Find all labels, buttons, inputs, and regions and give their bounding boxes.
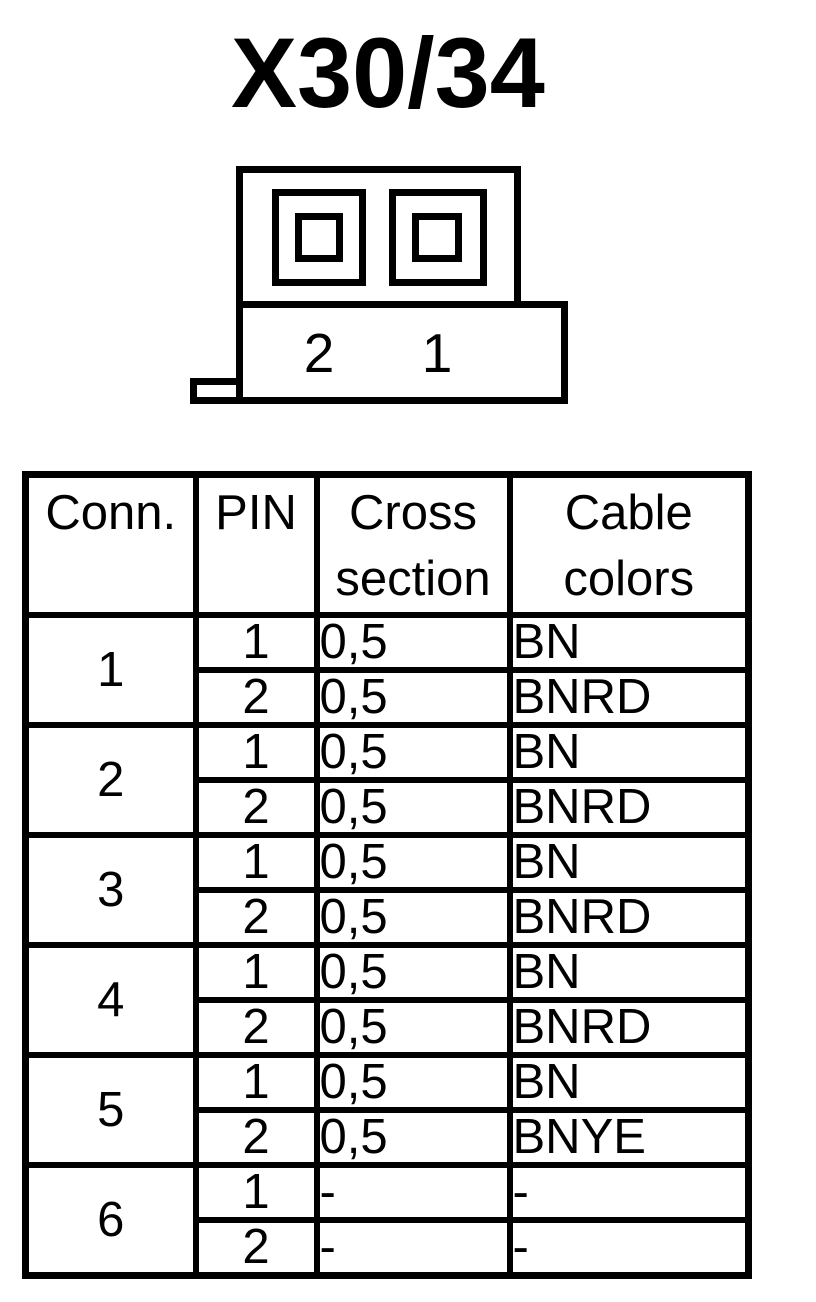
cable-color-cell: BN — [506, 722, 752, 783]
cable-color-cell: BN — [506, 832, 752, 893]
column-header-cross-section: Cross section — [313, 471, 513, 618]
socket-1-inner — [412, 213, 462, 262]
pin-1-label: 1 — [422, 322, 453, 384]
header-row: Conn. PIN Cross section Cable colors — [22, 471, 752, 618]
table-row: 2 0,5 BNRD — [26, 777, 752, 838]
cable-color-cell: BN — [506, 942, 752, 1003]
conn-cell: 5 — [22, 1052, 199, 1168]
pin-cell: 1 — [192, 832, 320, 893]
connector-latch-tab — [190, 378, 243, 404]
pinout-table: Conn. PIN Cross section Cable colors 1 1… — [22, 471, 752, 1279]
conn-cell: 3 — [22, 832, 199, 948]
pin-cell: 2 — [192, 1107, 320, 1168]
header-text: PIN — [215, 486, 297, 540]
conn-cell: 1 — [22, 612, 199, 728]
cable-color-cell: BNRD — [506, 997, 752, 1058]
conn-cell: 2 — [22, 722, 199, 838]
cable-color-cell: - — [506, 1162, 752, 1223]
table-row: 4 1 0,5 BN — [22, 942, 752, 1058]
header-text: colors — [563, 552, 695, 606]
socket-2-outer — [272, 189, 366, 286]
pin-cell: 1 — [192, 722, 320, 783]
cable-color-cell: BN — [506, 1052, 752, 1113]
cable-color-cell: BNRD — [506, 887, 752, 948]
pin-cell: 1 — [192, 942, 320, 1003]
table-row: 2 - - — [26, 1217, 752, 1279]
table-row: 6 1 - - — [22, 1162, 752, 1279]
pin-cell: 1 — [192, 1162, 320, 1223]
table-row: 2 0,5 BNYE — [26, 1107, 752, 1168]
cable-color-cell: BNYE — [506, 1107, 752, 1168]
table-row: 3 1 0,5 BN — [22, 832, 752, 948]
header-text: Conn. — [45, 486, 177, 540]
cross-section-cell: - — [313, 1217, 513, 1279]
cross-section-cell: 0,5 — [313, 942, 513, 1003]
table-row: 2 0,5 BNRD — [26, 887, 752, 948]
header-text: Cross — [349, 486, 477, 540]
pin-cell: 2 — [192, 887, 320, 948]
column-header-pin: PIN — [192, 471, 320, 618]
cable-color-cell: BN — [506, 612, 752, 673]
column-header-cable-colors: Cable colors — [506, 471, 752, 618]
cross-section-cell: 0,5 — [313, 667, 513, 728]
table-row: 2 0,5 BNRD — [26, 997, 752, 1058]
table-row: 1 1 0,5 BN — [22, 612, 752, 728]
cross-section-cell: 0,5 — [313, 1052, 513, 1113]
pin-cell: 2 — [192, 777, 320, 838]
cable-color-cell: BNRD — [506, 777, 752, 838]
cross-section-cell: 0,5 — [313, 887, 513, 948]
table-row: 2 1 0,5 BN — [22, 722, 752, 838]
page-title: X30/34 — [231, 17, 545, 128]
pin-cell: 2 — [192, 667, 320, 728]
socket-1-outer — [389, 189, 487, 286]
conn-cell: 6 — [22, 1162, 199, 1279]
header-text: section — [335, 552, 491, 606]
table-row: 2 0,5 BNRD — [26, 667, 752, 728]
conn-cell: 4 — [22, 942, 199, 1058]
cross-section-cell: 0,5 — [313, 832, 513, 893]
connector-diagram: 2 1 — [190, 166, 568, 404]
cross-section-cell: 0,5 — [313, 722, 513, 783]
cross-section-cell: 0,5 — [313, 1107, 513, 1168]
cross-section-cell: 0,5 — [313, 777, 513, 838]
pin-2-label: 2 — [304, 322, 335, 384]
pin-cell: 2 — [192, 997, 320, 1058]
pin-cell: 1 — [192, 1052, 320, 1113]
cross-section-cell: 0,5 — [313, 612, 513, 673]
column-header-conn: Conn. — [22, 471, 199, 618]
pin-cell: 2 — [192, 1217, 320, 1279]
cross-section-cell: 0,5 — [313, 997, 513, 1058]
header-text: Cable — [564, 486, 693, 540]
table-row: 5 1 0,5 BN — [22, 1052, 752, 1168]
connector-base-outline — [236, 301, 568, 404]
socket-2-inner — [295, 213, 343, 262]
cable-color-cell: BNRD — [506, 667, 752, 728]
pin-cell: 1 — [192, 612, 320, 673]
cross-section-cell: - — [313, 1162, 513, 1223]
cable-color-cell: - — [506, 1217, 752, 1279]
